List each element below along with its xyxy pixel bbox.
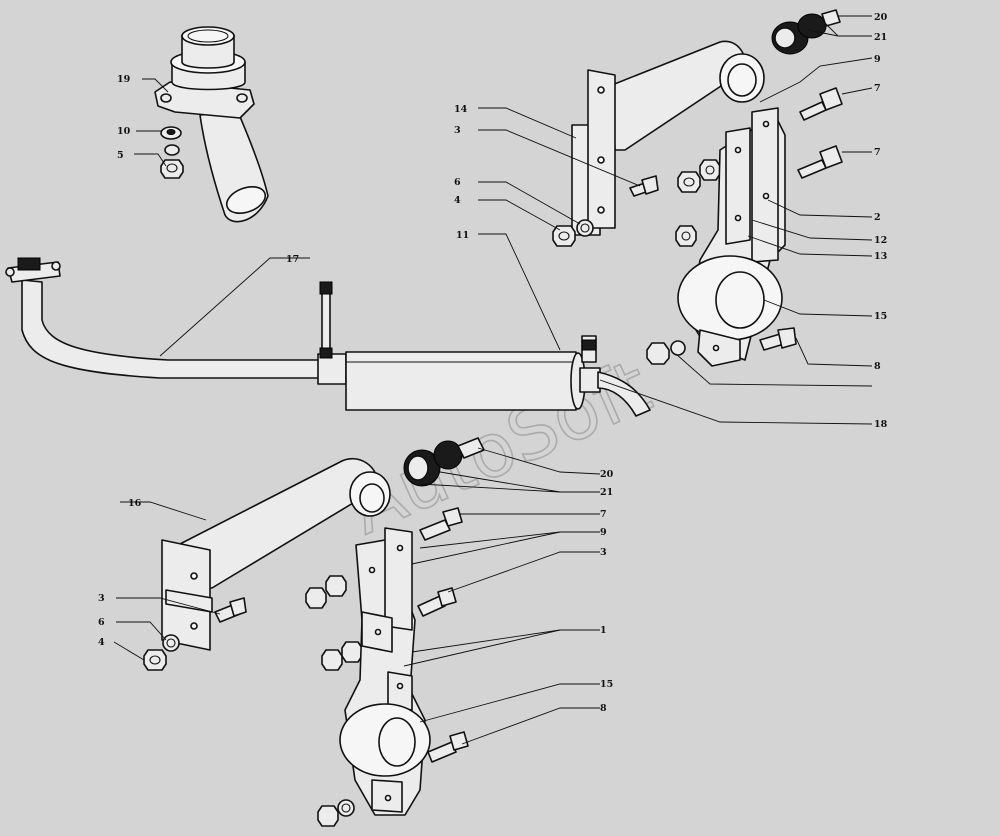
callout-20-middle: 20 xyxy=(600,469,614,480)
nut-5 xyxy=(160,159,184,179)
callout-21-middle: 21 xyxy=(600,487,613,498)
callout-10: 10 xyxy=(117,126,131,137)
bracket-part-16 xyxy=(161,457,391,651)
nut-lower-2 xyxy=(325,575,347,597)
nut-part-4-top xyxy=(552,225,576,247)
muffler-clamp-upper-part-15 xyxy=(677,107,786,367)
nut-part-4-left xyxy=(143,649,167,671)
callout-7-top: 7 xyxy=(874,83,881,94)
callout-2: 2 xyxy=(874,212,881,223)
rubber-cushion-part-21-top xyxy=(771,13,827,55)
muffler-clamp-lower-part-15 xyxy=(339,527,431,816)
callout-9-top: 9 xyxy=(874,54,881,65)
callout-6-lower: 6 xyxy=(98,617,105,628)
callout-4-lower: 4 xyxy=(98,637,105,648)
bolt-part-8-lower xyxy=(427,731,469,763)
callout-8-top: 8 xyxy=(874,361,881,372)
callout-15-lower: 15 xyxy=(600,679,613,690)
washer-10 xyxy=(160,126,182,140)
callout-14: 14 xyxy=(454,104,468,115)
nut-washer-pair-top xyxy=(646,340,686,365)
callout-12: 12 xyxy=(874,235,887,246)
callout-3-lower-left: 3 xyxy=(98,593,105,604)
callout-20-top: 20 xyxy=(874,12,888,23)
callout-18: 18 xyxy=(874,419,888,430)
callout-11: 11 xyxy=(456,230,469,241)
callout-7-lower: 7 xyxy=(600,509,607,520)
bolt-part-3-top xyxy=(629,175,659,197)
bolt-part-3-left xyxy=(214,597,247,623)
nut-lower-1 xyxy=(305,587,327,609)
tail-pipe-part-18 xyxy=(597,371,651,417)
nut-right-2 xyxy=(699,159,721,181)
callout-3-lower-right: 3 xyxy=(600,547,607,558)
washer-bottom xyxy=(337,799,355,817)
callout-9-lower: 9 xyxy=(600,527,607,538)
callout-13: 13 xyxy=(874,251,887,262)
rubber-cushion-part-21-middle xyxy=(403,440,463,487)
muffler-part-11 xyxy=(345,335,601,411)
leader-lines xyxy=(113,15,873,745)
bolt-part-20-top xyxy=(821,9,841,27)
nut-lower-3 xyxy=(321,649,343,671)
callout-4-top: 4 xyxy=(454,195,461,206)
nut-bottom-1 xyxy=(317,805,339,827)
washer-part-6-left xyxy=(162,634,180,652)
callout-5: 5 xyxy=(117,150,124,161)
callout-1: 1 xyxy=(600,625,607,636)
bolt-part-3-lower-mid xyxy=(417,587,457,617)
nut-lower-4 xyxy=(341,641,363,663)
intermediate-pipe-part-17 xyxy=(5,257,347,385)
callout-16: 16 xyxy=(128,498,142,509)
exhaust-pipe-elbow-part-19 xyxy=(154,26,269,223)
callout-21-top: 21 xyxy=(874,32,887,43)
callout-3-top: 3 xyxy=(454,125,461,136)
bolt-7-upper xyxy=(799,87,843,121)
callout-8-lower: 8 xyxy=(600,703,607,714)
bolt-7-lower-mid xyxy=(419,507,463,541)
callout-17: 17 xyxy=(286,254,299,265)
bolt-7-lower xyxy=(797,145,843,179)
washer-part-6-top xyxy=(576,219,594,237)
callout-labels: 20 21 9 7 7 19 10 5 14 3 6 4 2 12 13 15 … xyxy=(98,12,888,714)
spring-washer-small xyxy=(164,144,180,156)
callout-7-second: 7 xyxy=(874,147,881,158)
bracket-part-14 xyxy=(571,40,765,236)
callout-15-top: 15 xyxy=(874,311,887,322)
callout-6-top: 6 xyxy=(454,177,461,188)
nut-right-1 xyxy=(677,171,701,193)
nut-right-3 xyxy=(675,225,697,247)
bolt-part-8-top xyxy=(759,327,797,351)
callout-19: 19 xyxy=(117,74,131,85)
